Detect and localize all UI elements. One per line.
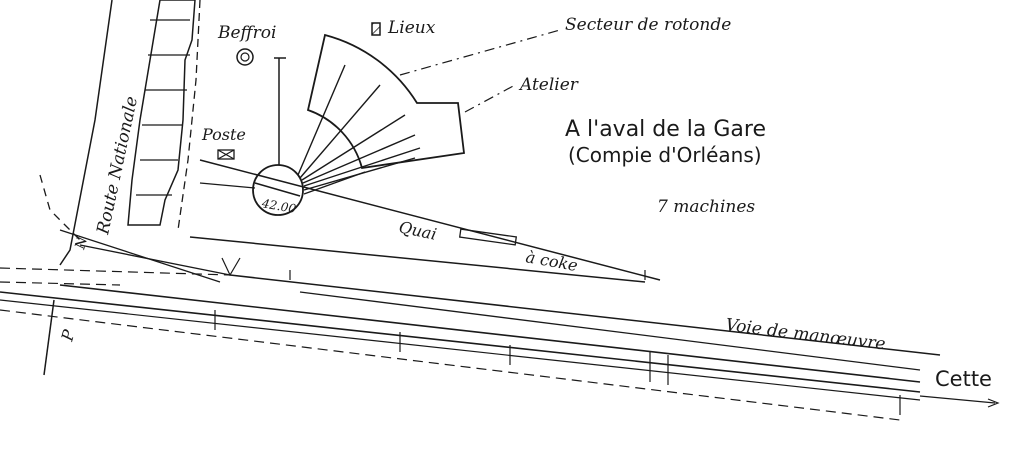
atelier-label: Atelier bbox=[518, 75, 579, 95]
poste-icon bbox=[217, 149, 235, 160]
machines-label: 7 machines bbox=[657, 197, 755, 217]
poste-label: Poste bbox=[201, 125, 246, 144]
boundary-mark bbox=[43, 299, 55, 376]
cette-label: Cette bbox=[935, 367, 992, 391]
turntable-track bbox=[199, 159, 661, 281]
beffroi-icon bbox=[236, 48, 254, 66]
main-tracks bbox=[0, 229, 1000, 421]
lieux-label: Lieux bbox=[387, 18, 436, 38]
roundhouse-sector bbox=[306, 33, 465, 170]
road-edge bbox=[59, 0, 113, 266]
title-line-2: (Compie d'Orléans) bbox=[568, 143, 762, 167]
turntable-label: 42.00 bbox=[260, 196, 298, 216]
atelier-leader bbox=[464, 84, 516, 113]
coke-quay-track bbox=[189, 236, 646, 283]
beffroi-label: Beffroi bbox=[217, 23, 276, 43]
roundhouse-tracks bbox=[297, 64, 421, 195]
turntable bbox=[252, 164, 304, 216]
turntable-bridge bbox=[254, 182, 301, 197]
n-label: N bbox=[72, 234, 91, 252]
title-line-1: A l'aval de la Gare bbox=[565, 117, 766, 142]
town-buildings bbox=[127, 0, 201, 231]
turntable-track-west bbox=[199, 182, 256, 189]
route-nationale-label: Route Nationale bbox=[93, 95, 142, 237]
coke-quay bbox=[458, 228, 518, 246]
lieux-icon bbox=[371, 22, 381, 36]
secteur-label: Secteur de rotonde bbox=[565, 15, 731, 35]
secteur-leader bbox=[399, 29, 561, 76]
p-label: P bbox=[57, 327, 78, 344]
